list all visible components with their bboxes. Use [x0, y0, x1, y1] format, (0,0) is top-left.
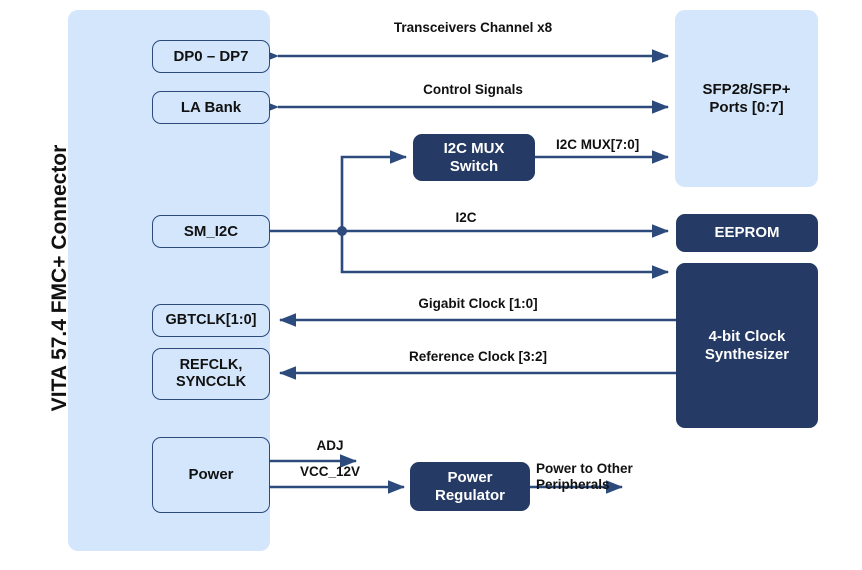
block-i2c-mux-switch[interactable]: I2C MUX Switch [413, 134, 535, 181]
block-power[interactable]: Power [152, 437, 270, 513]
block-eeprom[interactable]: EEPROM [676, 214, 818, 252]
signal-label-reference-clock: Reference Clock [3:2] [408, 349, 548, 364]
block-clock-synthesizer[interactable]: 4-bit Clock Synthesizer [676, 263, 818, 428]
signal-label-power-to-other-peripherals: Power to Other Peripherals [536, 461, 633, 492]
block-power-regulator[interactable]: Power Regulator [410, 462, 530, 511]
signal-label-gigabit-clock: Gigabit Clock [1:0] [418, 296, 538, 311]
signal-label-control-signals: Control Signals [423, 82, 523, 97]
signal-label-i2c: I2C [455, 210, 477, 225]
block-gbtclk[interactable]: GBTCLK[1:0] [152, 304, 270, 337]
signal-label-vcc-12v: VCC_12V [299, 464, 361, 479]
block-sfp28-ports[interactable]: SFP28/SFP+ Ports [0:7] [675, 10, 818, 187]
signal-label-adj: ADJ [316, 438, 344, 453]
block-refclk-syncclk[interactable]: REFCLK, SYNCCLK [152, 348, 270, 400]
signal-label-transceivers: Transceivers Channel x8 [393, 20, 553, 35]
i2c-junction-dot [337, 226, 347, 236]
block-la-bank[interactable]: LA Bank [152, 91, 270, 124]
block-dp0-dp7[interactable]: DP0 – DP7 [152, 40, 270, 73]
block-sm-i2c[interactable]: SM_I2C [152, 215, 270, 248]
signal-label-i2c-mux: I2C MUX[7:0] [556, 137, 640, 152]
